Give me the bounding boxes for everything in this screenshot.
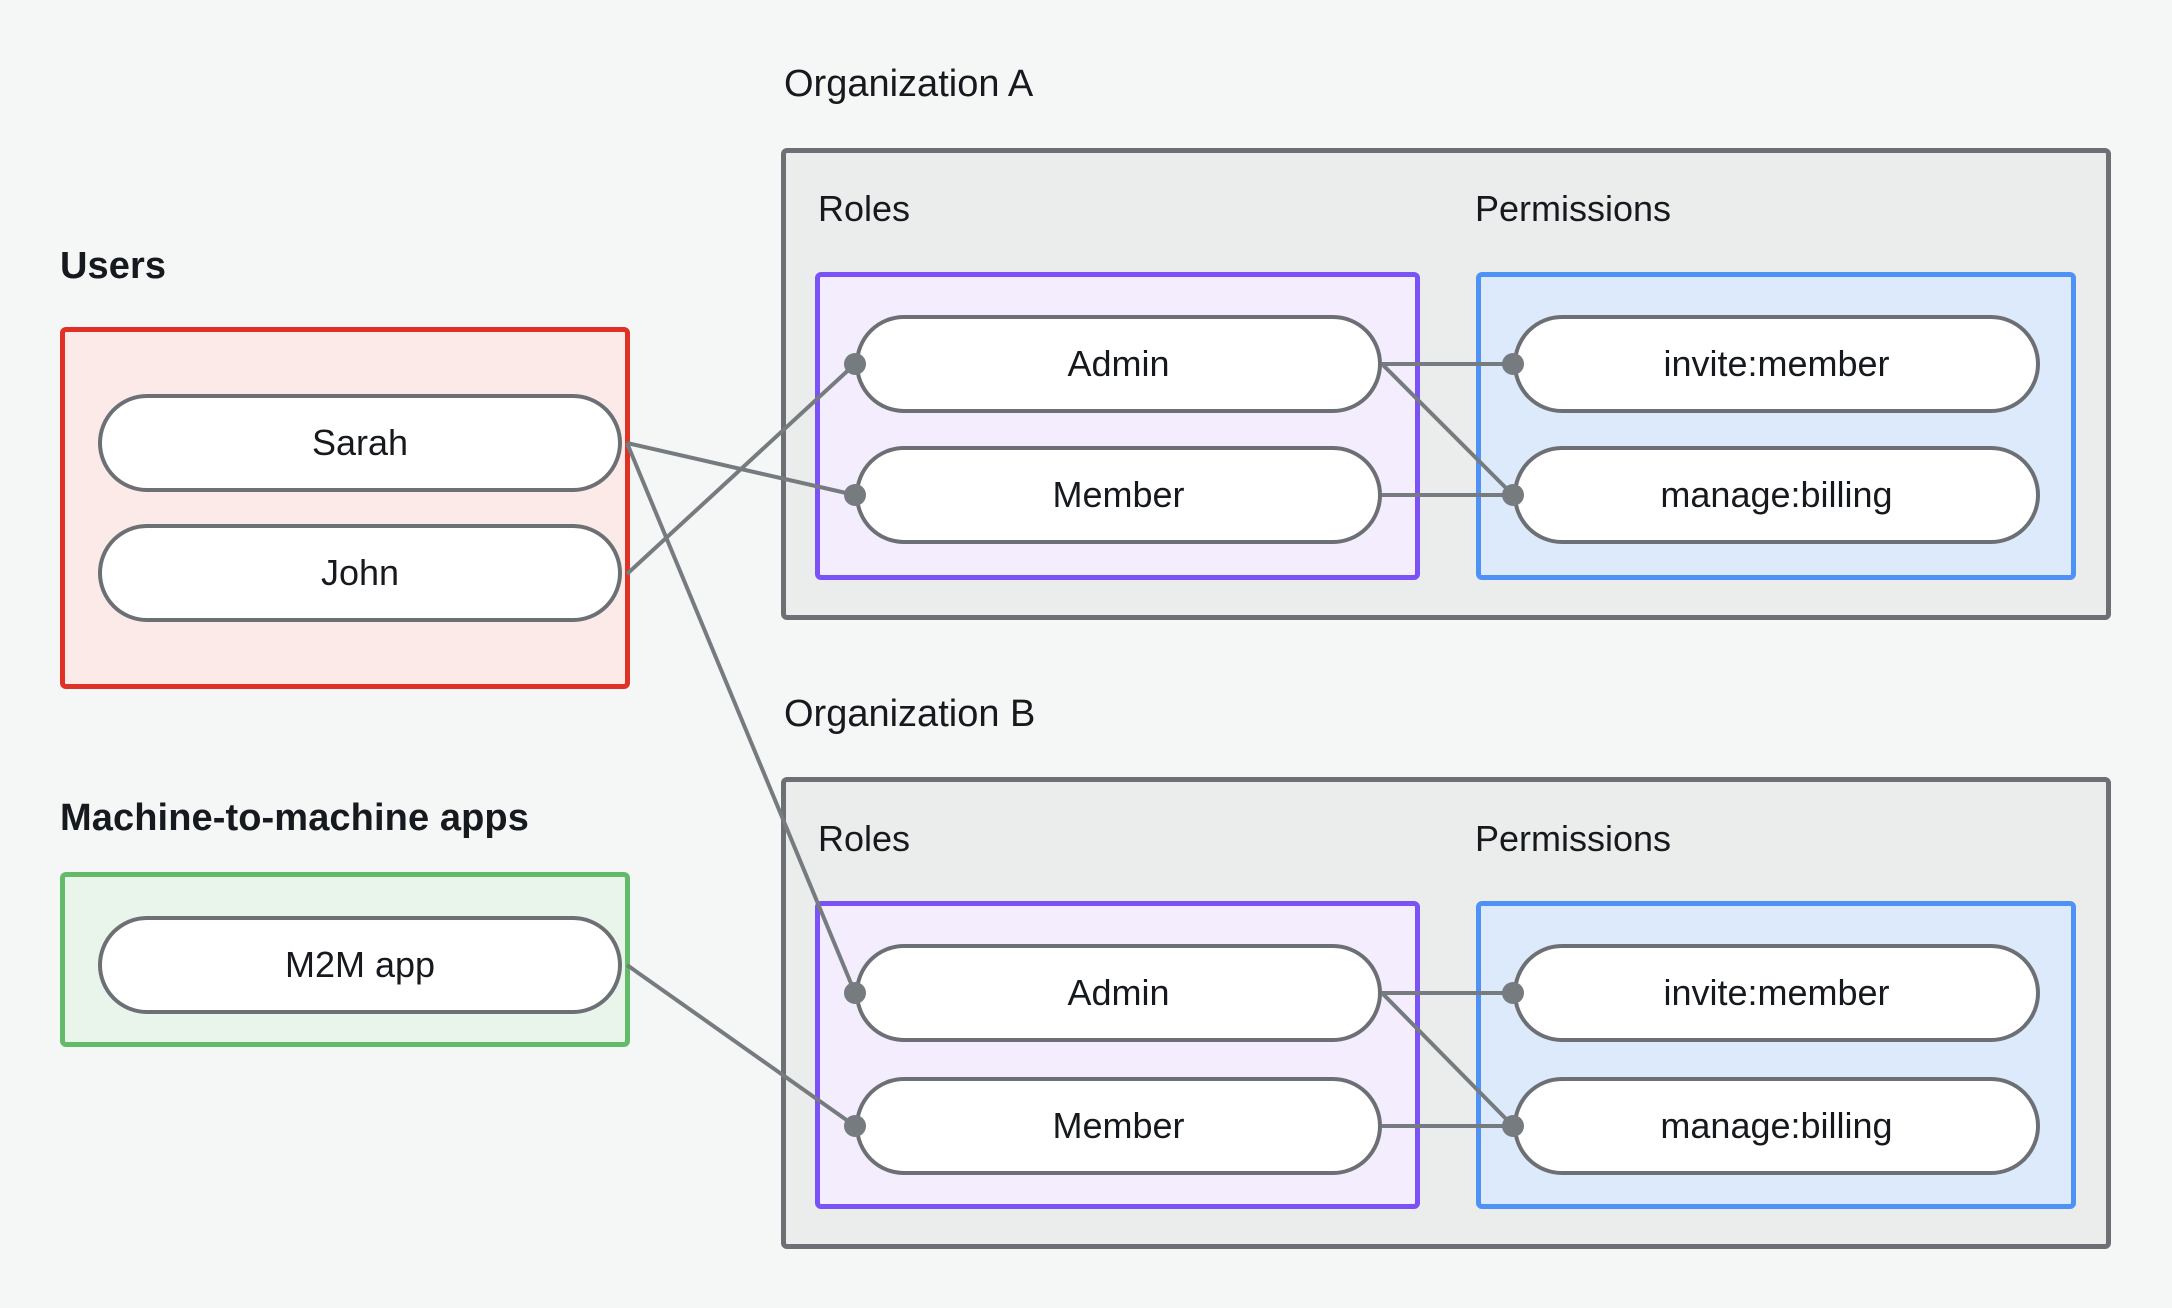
permission-node-org-a-invite-member[interactable]: invite:member (1513, 315, 2040, 413)
permission-node-org-b-manage-billing[interactable]: manage:billing (1513, 1077, 2040, 1175)
permission-node-label: manage:billing (1660, 474, 1893, 515)
role-node-label: Member (1052, 1105, 1185, 1146)
m2m-node-label: M2M app (284, 944, 436, 985)
role-node-org-b-admin[interactable]: Admin (855, 944, 1382, 1042)
user-node-sarah[interactable]: Sarah (98, 394, 622, 492)
role-node-org-a-member[interactable]: Member (855, 446, 1382, 544)
permission-node-label: invite:member (1663, 972, 1890, 1013)
user-node-label: John (320, 552, 400, 593)
role-node-label: Member (1052, 474, 1185, 515)
permission-node-org-a-manage-billing[interactable]: manage:billing (1513, 446, 2040, 544)
org-b-roles-title: Roles (818, 818, 911, 859)
m2m-group-title: Machine-to-machine apps (60, 797, 529, 839)
user-node-john[interactable]: John (98, 524, 622, 622)
user-node-label: Sarah (311, 422, 409, 463)
permission-node-label: invite:member (1663, 343, 1890, 384)
role-node-org-a-admin[interactable]: Admin (855, 315, 1382, 413)
role-node-org-b-member[interactable]: Member (855, 1077, 1382, 1175)
org-a-permissions-title: Permissions (1475, 188, 1672, 229)
m2m-node-app[interactable]: M2M app (98, 916, 622, 1014)
org-a-title: Organization A (784, 63, 1034, 105)
role-node-label: Admin (1067, 972, 1170, 1013)
org-b-title: Organization B (784, 693, 1036, 735)
role-node-label: Admin (1067, 343, 1170, 384)
permission-node-label: manage:billing (1660, 1105, 1893, 1146)
permission-node-org-b-invite-member[interactable]: invite:member (1513, 944, 2040, 1042)
org-b-permissions-title: Permissions (1475, 818, 1672, 859)
users-container (60, 327, 630, 689)
users-group-title: Users (60, 245, 167, 287)
org-a-roles-title: Roles (818, 188, 911, 229)
